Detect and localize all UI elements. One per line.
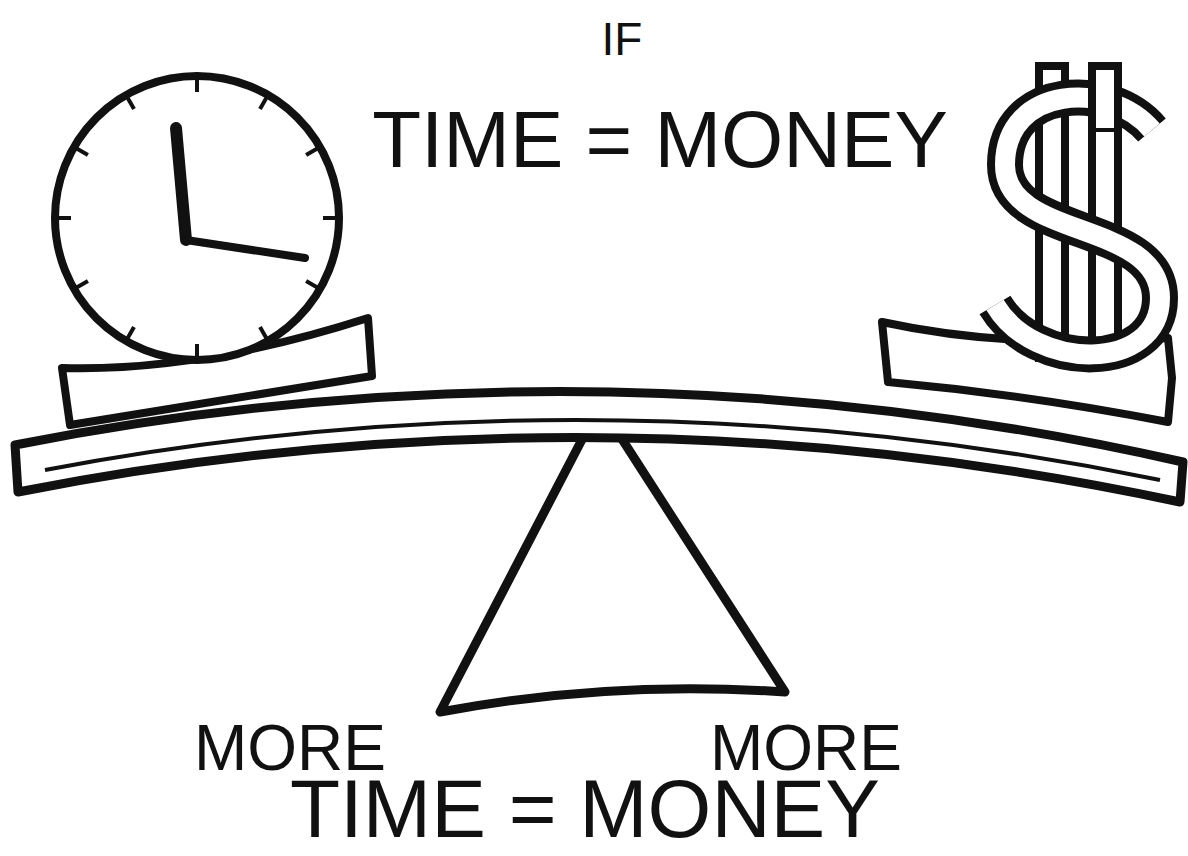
caption-text: TIME = MONEY	[290, 768, 880, 850]
clock-icon	[55, 76, 339, 360]
fulcrum-triangle	[440, 405, 785, 712]
caption-text: TIME = MONEY	[372, 100, 948, 180]
beam-line	[45, 420, 1160, 480]
dollar-icon	[995, 62, 1160, 362]
caption-text: IF	[602, 16, 643, 62]
